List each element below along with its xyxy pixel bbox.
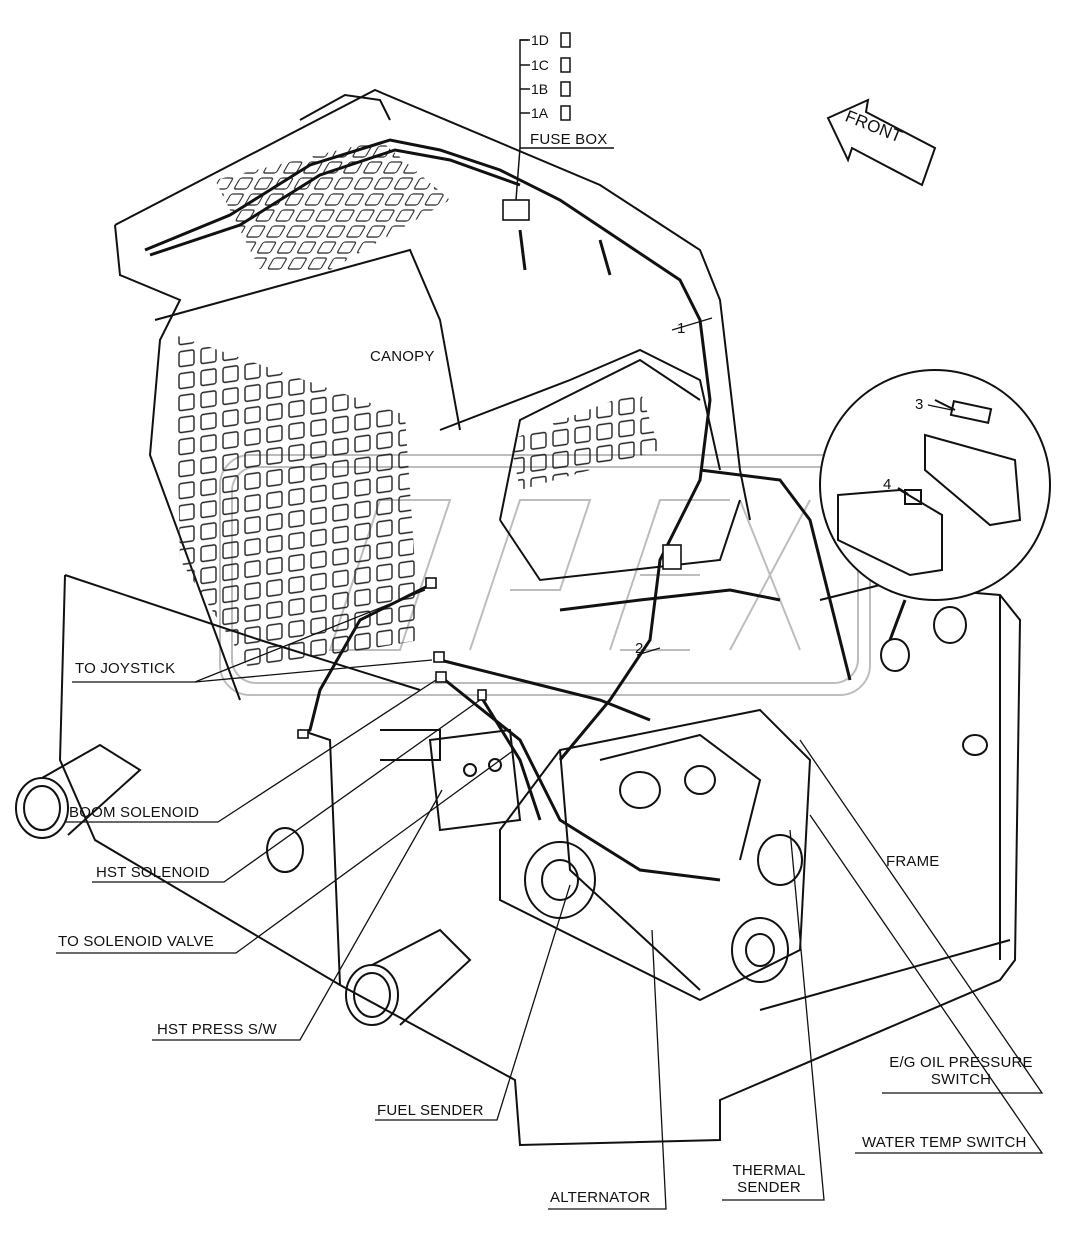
to-solenoid-valve-label: TO SOLENOID VALVE [58,933,214,950]
fuse-1c-label: 1C [531,57,549,73]
engine-assembly [380,708,812,1002]
fuse-1b-label: 1B [531,81,549,97]
part-number-1: 1 [677,320,686,337]
fuse-box-label: FUSE BOX [530,131,608,148]
thermal-sender-label: THERMAL SENDER [726,1162,812,1196]
fuse-1a-label: 1A [531,105,549,121]
frame-label: FRAME [886,853,940,870]
part-number-3: 3 [915,396,924,413]
water-temp-switch-label: WATER TEMP SWITCH [862,1134,1027,1151]
front-arrow-icon [826,98,937,187]
canopy-side-mesh [175,335,420,670]
fuse-1d-label: 1D [531,32,549,48]
fuel-sender-label: FUEL SENDER [377,1102,484,1119]
to-joystick-label: TO JOYSTICK [75,660,176,677]
part-number-4: 4 [883,476,892,493]
boom-solenoid-label: BOOM SOLENOID [69,804,200,821]
fuse-box-detail [515,32,614,201]
canopy-label: CANOPY [370,348,435,365]
eg-oil-pressure-line-1: E/G OIL PRESSURE [889,1054,1033,1071]
frame-outline [58,574,1022,1147]
part-number-2: 2 [635,640,644,657]
alternator-label: ALTERNATOR [550,1189,651,1206]
thermal-sender-line-1: THERMAL [732,1162,806,1179]
wiring-harness [144,138,852,882]
eg-oil-pressure-switch-label: E/G OIL PRESSURE SWITCH [881,1054,1041,1088]
canopy-outline [114,88,751,701]
leader-lines [56,317,1044,1210]
frame-pipes [15,606,988,1026]
connectors [297,199,682,739]
eg-oil-pressure-line-2: SWITCH [930,1071,992,1088]
hst-press-sw-label: HST PRESS S/W [157,1021,277,1038]
detail-circle [819,369,1051,641]
canopy-roof-mesh [215,140,660,490]
hst-solenoid-label: HST SOLENOID [96,864,210,881]
thermal-sender-line-2: SENDER [737,1179,801,1196]
